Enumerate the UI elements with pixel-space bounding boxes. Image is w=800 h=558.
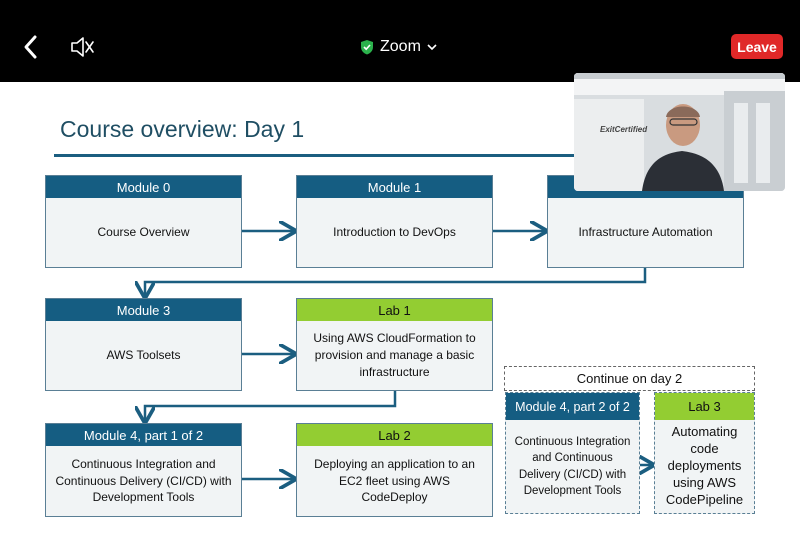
- continue-day-2-label: Continue on day 2: [504, 366, 755, 391]
- lab-1-box: Lab 1 Using AWS CloudFormation to provis…: [296, 298, 493, 391]
- lab-2-text: Deploying an application to an EC2 fleet…: [314, 456, 475, 505]
- module-1-text: Introduction to DevOps: [333, 225, 456, 240]
- module-4-part-1-header: Module 4, part 1 of 2: [46, 424, 241, 446]
- exitcertified-logo-text: ExitCertified: [600, 125, 648, 134]
- speaker-mute-icon[interactable]: [70, 36, 96, 58]
- module-4-part-2-header: Module 4, part 2 of 2: [506, 393, 639, 420]
- shield-check-icon: [361, 40, 373, 55]
- module-0-header: Module 0: [46, 176, 241, 198]
- lab-2-header: Lab 2: [297, 424, 492, 446]
- lab-3-box: Lab 3 Automating code deployments using …: [654, 392, 755, 514]
- module-3-text: AWS Toolsets: [106, 348, 181, 363]
- module-4-part-2-box: Module 4, part 2 of 2 Continuous Integra…: [505, 392, 640, 514]
- chevron-down-icon: [427, 44, 437, 51]
- lab-1-header: Lab 1: [297, 299, 492, 321]
- lab-1-text: Using AWS CloudFormation to provision an…: [313, 331, 476, 379]
- back-arrow-icon[interactable]: [20, 34, 42, 60]
- lab-3-text: Automating code deployments using AWS Co…: [665, 424, 744, 507]
- module-3-header: Module 3: [46, 299, 241, 321]
- module-1-header: Module 1: [297, 176, 492, 198]
- slide-title: Course overview: Day 1: [60, 116, 305, 142]
- module-0-text: Course Overview: [97, 225, 190, 240]
- module-2-text: Infrastructure Automation: [578, 225, 713, 240]
- leave-button[interactable]: Leave: [731, 34, 783, 59]
- presenter-video-thumbnail[interactable]: ExitCertified: [574, 73, 785, 191]
- module-4-part-2-text: Continuous Integration and Continuous De…: [514, 436, 631, 497]
- module-3-box: Module 3 AWS Toolsets: [45, 298, 242, 391]
- lab-2-box: Lab 2 Deploying an application to an EC2…: [296, 423, 493, 517]
- module-4-part-1-box: Module 4, part 1 of 2 Continuous Integra…: [45, 423, 242, 517]
- title-divider: [54, 154, 754, 157]
- module-1-box: Module 1 Introduction to DevOps: [296, 175, 493, 268]
- zoom-top-bar: Zoom Leave: [0, 0, 800, 82]
- module-4-part-1-text: Continuous Integration and Continuous De…: [55, 456, 232, 505]
- meeting-title-dropdown[interactable]: Zoom: [360, 35, 437, 59]
- module-0-box: Module 0 Course Overview: [45, 175, 242, 268]
- lab-3-header: Lab 3: [655, 393, 754, 420]
- app-title: Zoom: [380, 38, 421, 55]
